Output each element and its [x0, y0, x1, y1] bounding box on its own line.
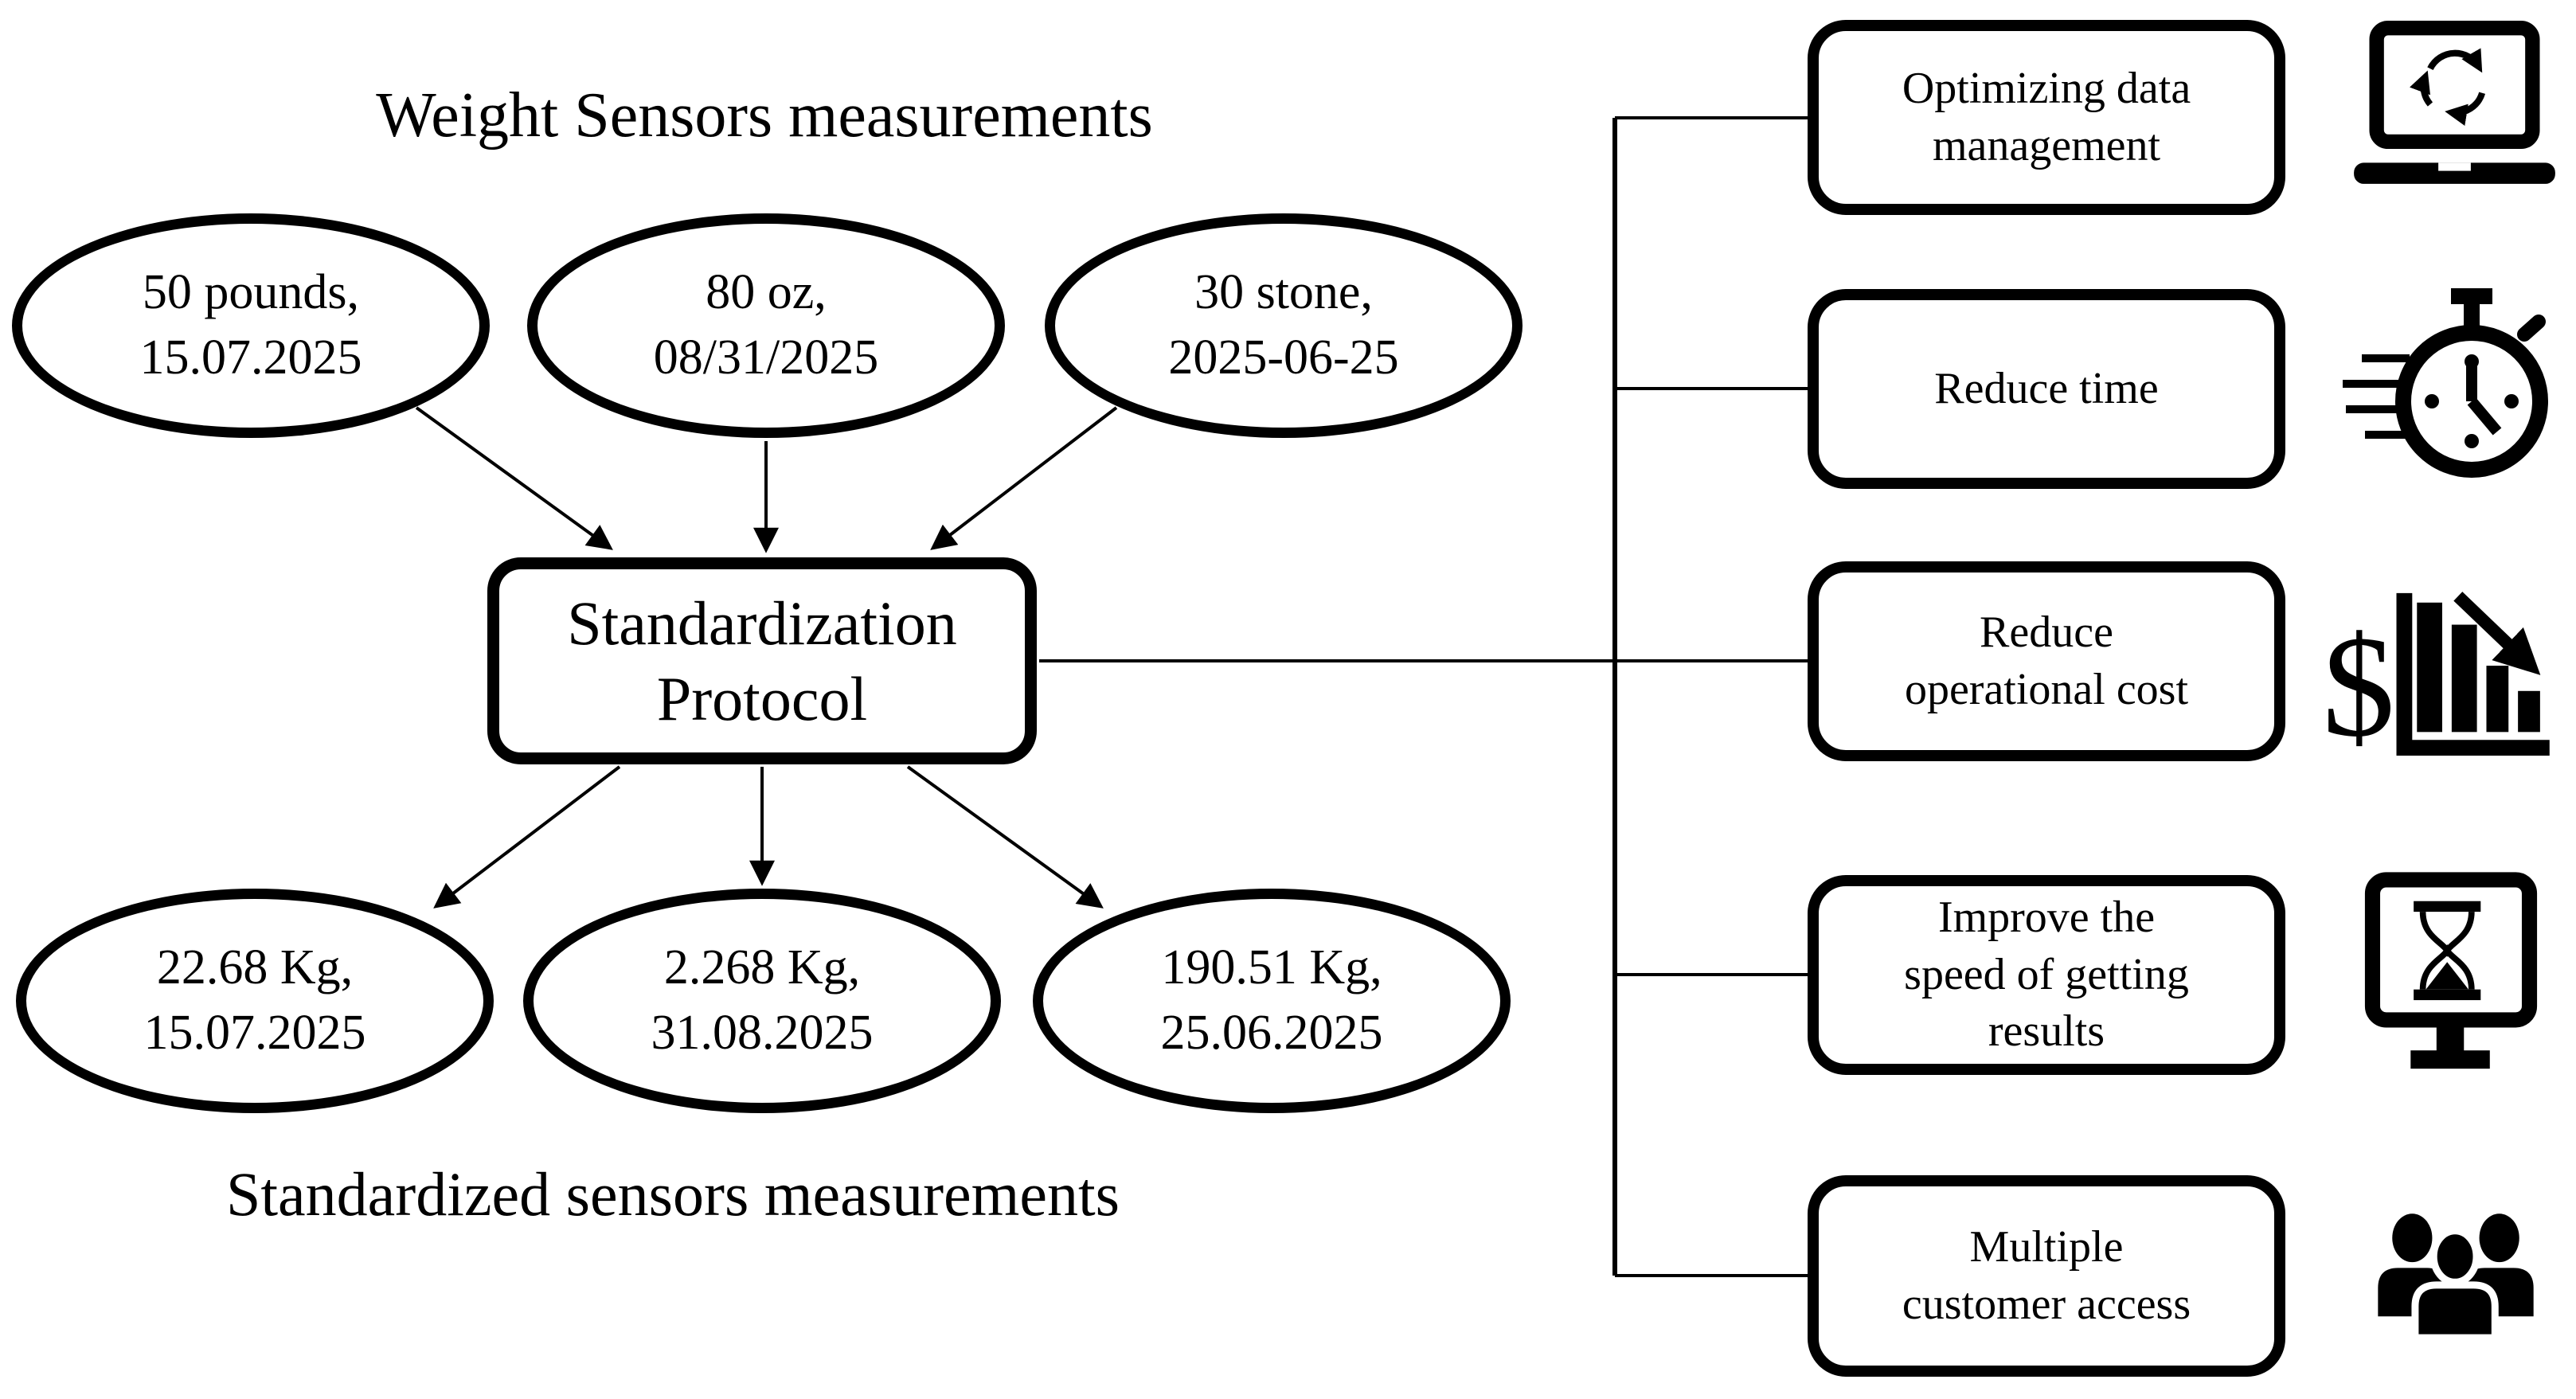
measurement-value: 190.51 Kg,	[1161, 940, 1382, 995]
bottom-section-label: Standardized sensors measurements	[225, 1159, 1120, 1229]
protocol-label-line1: Standardization	[567, 588, 957, 658]
input-ellipse-pounds: 50 pounds, 15.07.2025	[12, 213, 490, 438]
benefit-box-reduce-operational-cost: Reduce operational cost	[1808, 561, 2285, 761]
benefit-label: Reduce operational cost	[1904, 607, 2189, 714]
measurement-date: 25.06.2025	[1160, 1006, 1383, 1060]
arrow-input-1	[415, 406, 613, 550]
benefit-box-reduce-time: Reduce time	[1808, 289, 2285, 489]
measurement-value: 50 pounds,	[142, 265, 360, 320]
measurement-date: 15.07.2025	[143, 1006, 366, 1060]
measurement-date: 31.08.2025	[651, 1006, 874, 1060]
people-group-icon	[2367, 1201, 2545, 1354]
benefit-label: Reduce time	[1934, 363, 2159, 413]
svg-text:$: $	[2322, 607, 2394, 760]
measurement-date: 2025-06-25	[1168, 330, 1399, 385]
output-ellipse-kg-1: 22.68 Kg, 15.07.2025	[16, 889, 494, 1113]
benefit-box-optimizing-data-management: Optimizing data management	[1808, 20, 2285, 215]
top-section-label: Weight Sensors measurements	[376, 80, 1153, 150]
input-ellipse-ounces: 80 oz, 08/31/2025	[527, 213, 1005, 438]
input-ellipse-stone: 30 stone, 2025-06-25	[1045, 213, 1523, 438]
measurement-value: 30 stone,	[1194, 265, 1373, 320]
arrow-output-1	[433, 765, 621, 909]
benefit-label: Multiple customer access	[1902, 1221, 2191, 1329]
stopwatch-speed-icon	[2340, 285, 2556, 492]
benefit-box-improve-speed-of-results: Improve the speed of getting results	[1808, 875, 2285, 1075]
arrow-input-3	[930, 406, 1118, 550]
laptop-sync-icon	[2349, 20, 2560, 189]
cost-decrease-chart-icon: $	[2322, 584, 2559, 760]
measurement-date: 08/31/2025	[653, 330, 879, 385]
standardization-protocol-node: Standardization Protocol	[487, 557, 1037, 764]
measurement-date: 15.07.2025	[139, 330, 362, 385]
measurement-value: 2.268 Kg,	[663, 940, 861, 995]
measurement-value: 80 oz,	[706, 265, 827, 320]
measurement-value: 22.68 Kg,	[156, 940, 354, 995]
benefit-box-multiple-customer-access: Multiple customer access	[1808, 1175, 2285, 1377]
arrow-output-3	[906, 765, 1104, 909]
benefit-label: Optimizing data management	[1902, 63, 2191, 170]
output-ellipse-kg-2: 2.268 Kg, 31.08.2025	[523, 889, 1001, 1113]
monitor-hourglass-icon	[2363, 869, 2539, 1081]
benefit-label: Improve the speed of getting results	[1904, 892, 2189, 1057]
output-ellipse-kg-3: 190.51 Kg, 25.06.2025	[1033, 889, 1511, 1113]
protocol-label-line2: Protocol	[656, 664, 868, 733]
